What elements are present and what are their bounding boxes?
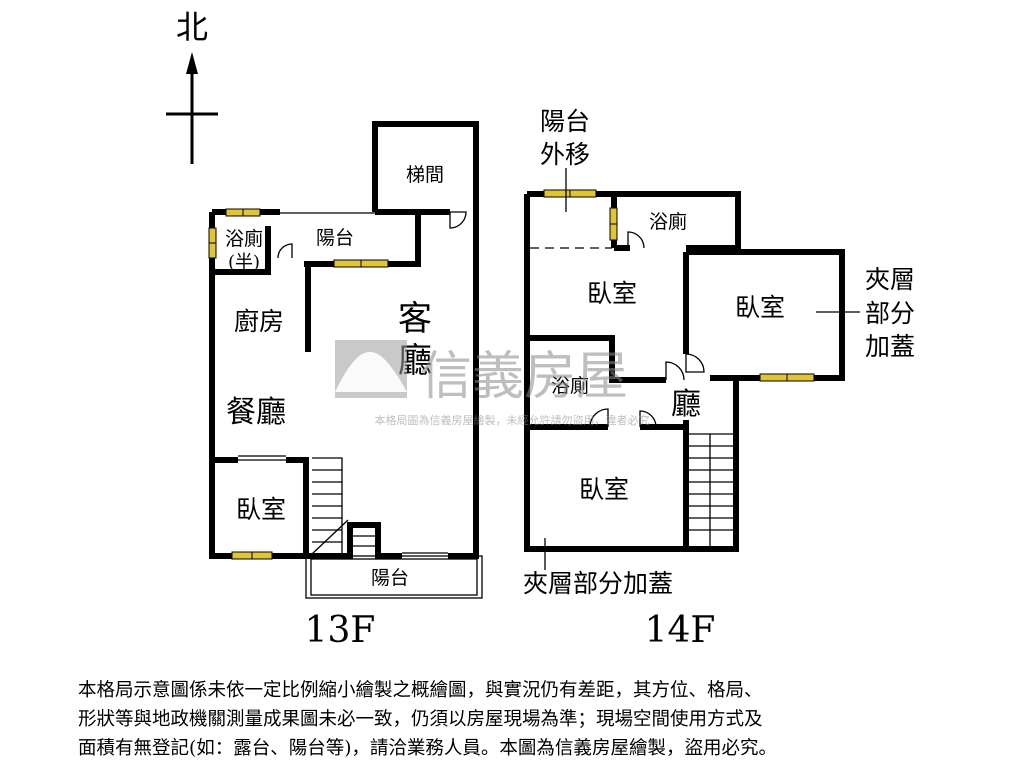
balcony-bottom-inner — [310, 558, 478, 596]
bedroom-wall-right — [286, 457, 309, 556]
bath-mid-door-icon — [589, 408, 609, 428]
room-living-line1: 客 — [398, 299, 432, 339]
floor-13-plan: 梯間 浴廁 (半) 陽台 廚房 客 廳 餐廳 臥室 陽台 13F — [208, 121, 483, 651]
disclaimer-line1: 本格局示意圖係未依一定比例縮小繪製之概繪圖，與實況仍有差距，其方位、格局、 — [78, 680, 763, 701]
disclaimer-line2: 形狀等與地政機關測量成果圖未必一致，仍須以房屋現場為準；現場空間使用方式及 — [78, 709, 763, 730]
room-bath-top-14f: 浴廁 — [649, 210, 687, 233]
floor-13-caption: 13F — [305, 610, 376, 651]
watermark-subtext: 本格局圖為信義房屋繪製，未經允許請勿盜用，違者必究 — [375, 413, 650, 427]
room-hall-14f: 廳 — [671, 387, 701, 422]
west-wall — [209, 212, 306, 559]
mezzanine-right-line1: 夾層 — [865, 265, 915, 294]
room-half-bath-line2: (半) — [228, 252, 260, 273]
room-kitchen: 廚房 — [234, 307, 284, 336]
stairwell-walls — [372, 121, 479, 212]
north-label: 北 — [176, 8, 208, 46]
bath-mid-walls — [527, 335, 666, 383]
mezzanine-bottom-note: 夾層部分加蓋 — [523, 569, 673, 598]
window-balcony-14f — [543, 189, 597, 198]
room-bedroom-bottom-14f: 臥室 — [579, 475, 629, 504]
bedroom-right-door-icon — [685, 353, 705, 373]
west-wall-14f — [524, 194, 686, 552]
room-bedroom-left-14f: 臥室 — [587, 279, 637, 308]
bedroom-bottom-door-icon — [639, 410, 657, 428]
room-balcony-bottom: 陽台 — [371, 567, 409, 589]
room-bedroom-right-14f: 臥室 — [735, 293, 785, 322]
staircase-14f — [688, 433, 734, 547]
floor-14-caption: 14F — [645, 610, 716, 651]
half-bath-door-icon — [277, 243, 293, 259]
compass: 北 — [166, 8, 218, 164]
room-dining: 餐廳 — [226, 395, 286, 430]
half-bath-walls — [212, 226, 271, 275]
room-bedroom-13f: 臥室 — [236, 495, 286, 524]
disclaimer-line3: 面積有無登記(如：露台、陽台等)，請洽業務人員。本圖為信義房屋繪製，盜用必究。 — [78, 738, 777, 759]
hall-door-icon — [665, 361, 685, 381]
north-arrow-icon — [186, 52, 198, 74]
disclaimer: 本格局示意圖係未依一定比例縮小繪製之概繪圖，與實況仍有差距，其方位、格局、 形狀… — [78, 676, 978, 763]
floor-14-plan: 陽台 外移 浴廁 臥室 臥室 浴廁 廳 臥室 夾層 部分 加蓋 夾層部分加蓋 1… — [523, 107, 915, 651]
mezzanine-right-line3: 加蓋 — [865, 332, 915, 361]
window-north — [225, 208, 261, 217]
room-balcony-top: 陽台 — [316, 227, 354, 249]
stairwell-door-icon — [449, 211, 467, 229]
window-bath-top-14f — [609, 207, 618, 241]
room-bath-mid-14f: 浴廁 — [551, 374, 589, 397]
mezzanine-right-line2: 部分 — [865, 299, 915, 328]
watermark-logo-icon — [335, 340, 407, 398]
window-balcony-top — [333, 259, 389, 268]
bath-top-door-icon — [627, 231, 645, 249]
balcony-bottom-outline — [305, 555, 483, 599]
window-bedroom — [231, 551, 273, 560]
north-wall-14f — [527, 191, 617, 248]
window-half-bath — [208, 227, 217, 259]
window-bedroom-right-14f — [759, 373, 815, 382]
room-half-bath-line1: 浴廁 — [225, 227, 263, 250]
bath-top-walls — [614, 191, 741, 251]
staircase-13f — [311, 457, 378, 556]
room-stairwell: 梯間 — [406, 164, 444, 186]
watermark: 信義房屋 本格局圖為信義房屋繪製，未經允許請勿盜用，違者必究 — [335, 340, 650, 427]
balcony-note-line2: 外移 — [540, 140, 590, 169]
watermark-brand: 信義房屋 — [420, 347, 628, 407]
stair-enclosure-walls — [686, 375, 739, 552]
balcony-note-line1: 陽台 — [540, 107, 590, 136]
